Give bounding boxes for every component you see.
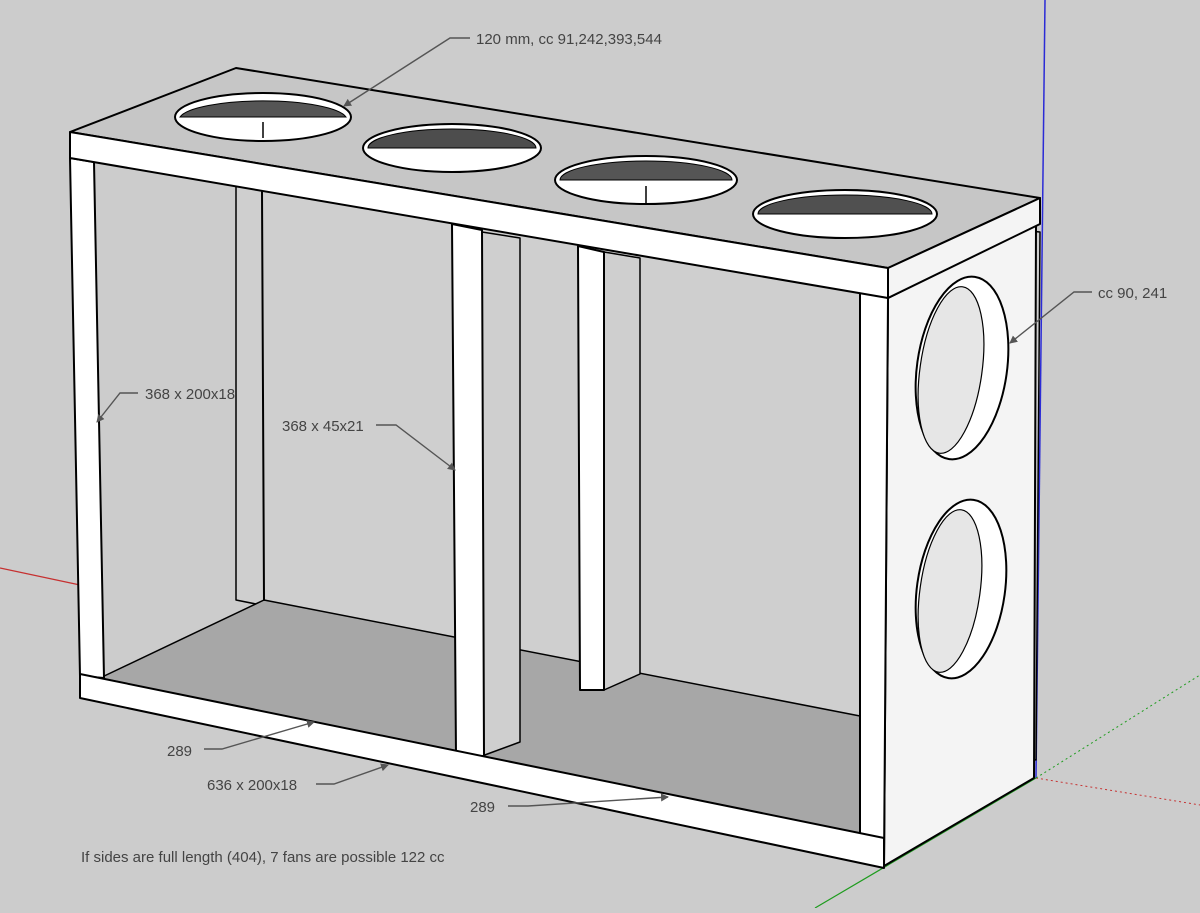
leader-side-holes [1009, 291, 1092, 344]
leader-bottom-left [204, 720, 315, 750]
left-divider-side-face [481, 231, 521, 757]
left-side-panel-front-edge[interactable] [69, 157, 105, 679]
green-axis-dotted-line [1035, 674, 1200, 779]
left-divider-front-face [451, 223, 485, 757]
leader-side-panel [96, 392, 138, 423]
right-divider-front-face [577, 245, 605, 691]
right-divider-side-face [603, 251, 641, 691]
label-side-panel: 368 x 200x18 [145, 386, 235, 403]
label-base-panel: 636 x 200x18 [207, 777, 297, 794]
red-axis-line [0, 567, 81, 586]
label-divider: 368 x 45x21 [282, 418, 364, 435]
left-divider[interactable] [451, 223, 521, 757]
leader-top-holes [343, 37, 470, 107]
leader-base-panel [316, 763, 389, 785]
leader-bottom-right [508, 793, 669, 807]
right-side-panel-front-edge [859, 289, 889, 867]
top-fan-hole-2[interactable] [362, 123, 542, 173]
top-fan-hole-3[interactable] [554, 155, 738, 205]
leader-divider [376, 424, 456, 471]
label-side-holes: cc 90, 241 [1098, 285, 1167, 302]
annotation-leaders [96, 37, 1092, 807]
bottom-panel-front-edge[interactable] [79, 673, 885, 869]
top-panel-side-face [887, 197, 1041, 299]
label-bottom-right: 289 [470, 799, 495, 816]
top-fan-hole-1[interactable] [174, 92, 352, 142]
top-fan-hole-4[interactable] [752, 189, 938, 239]
green-axis-line [814, 777, 1037, 909]
label-top-holes: 120 mm, cc 91,242,393,544 [476, 31, 662, 48]
side-fan-hole-2[interactable] [905, 494, 1017, 684]
side-fan-hole-1[interactable] [905, 271, 1020, 466]
red-axis-dotted-line [1035, 777, 1200, 806]
back-left-vertical-edge [261, 191, 265, 601]
label-bottom-left: 289 [167, 743, 192, 760]
label-note: If sides are full length (404), 7 fans a… [81, 849, 445, 866]
right-divider[interactable] [577, 245, 641, 691]
